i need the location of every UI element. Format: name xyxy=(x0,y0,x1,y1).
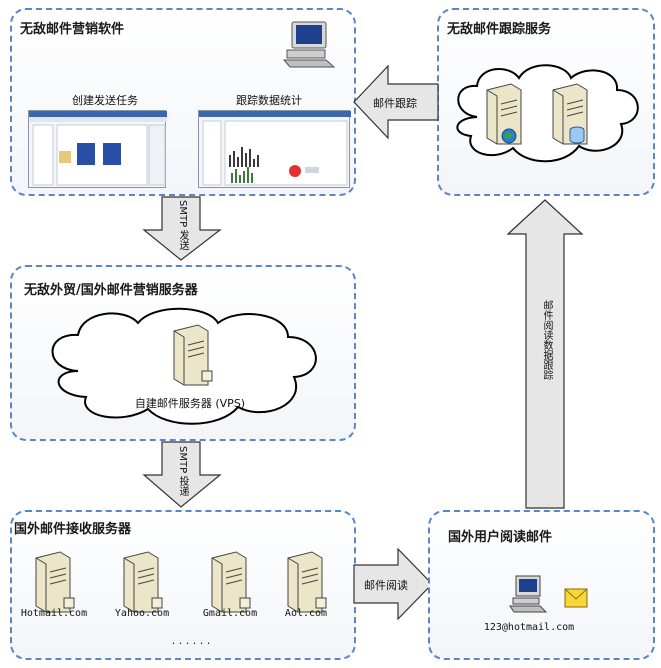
software-box: 无敌邮件营销软件 创建发送任务 跟踪数据统计 xyxy=(10,8,356,196)
shot1-label: 创建发送任务 xyxy=(72,94,138,107)
tracking-box-title: 无敌邮件跟踪服务 xyxy=(447,22,552,37)
smtp-deliver-arrow xyxy=(142,441,222,508)
receive-box-title: 国外邮件接收服务器 xyxy=(14,522,132,537)
create-task-screenshot xyxy=(28,110,167,188)
smtp-send-label: SMTP 发送 xyxy=(177,200,188,251)
yahoo-label: Yahoo.com xyxy=(114,608,170,619)
gmail-label: Gmail.com xyxy=(202,608,258,619)
smtp-deliver-label: SMTP 投递 xyxy=(177,446,188,497)
user-computer-icon xyxy=(509,575,548,613)
envelope-icon xyxy=(564,588,588,608)
aol-label: Aol.com xyxy=(284,608,328,619)
web-server-icon xyxy=(486,83,522,145)
user-email-label: 123@hotmail.com xyxy=(483,622,575,633)
computer-icon xyxy=(282,21,336,68)
hotmail-label: Hotmail.com xyxy=(20,608,88,619)
database-server-icon xyxy=(552,83,588,145)
user-box: 国外用户阅读邮件 123@hotmail.com xyxy=(428,510,655,660)
gmail-server-icon xyxy=(211,551,251,613)
read-tracking-label: 邮件阅读数据跟踪 xyxy=(541,300,552,380)
hotmail-server-icon xyxy=(35,551,75,613)
user-box-title: 国外用户阅读邮件 xyxy=(448,530,553,545)
track-arrow-label: 邮件跟踪 xyxy=(373,97,417,110)
smtp-send-arrow xyxy=(142,196,222,261)
software-box-title: 无敌邮件营销软件 xyxy=(20,22,125,37)
shot2-label: 跟踪数据统计 xyxy=(236,94,302,107)
vps-label: 自建邮件服务器 (VPS) xyxy=(134,397,246,410)
server-box-title: 无敌外贸/国外邮件营销服务器 xyxy=(24,283,198,298)
read-tracking-arrow xyxy=(506,199,584,509)
aol-server-icon xyxy=(287,551,327,613)
read-arrow-label: 邮件阅读 xyxy=(364,579,408,592)
tracking-stats-screenshot xyxy=(198,110,351,188)
yahoo-server-icon xyxy=(123,551,163,613)
server-box: 无敌外贸/国外邮件营销服务器 自建邮件服务器 (VPS) xyxy=(10,265,356,441)
read-arrow xyxy=(353,547,433,621)
tracking-box: 无敌邮件跟踪服务 xyxy=(437,8,655,196)
receive-box: 国外邮件接收服务器 Hotmail.com Yahoo.com Gmail.co… xyxy=(10,510,356,660)
vps-server-icon xyxy=(173,324,213,386)
more-servers-ellipsis: . . . . . . xyxy=(171,634,211,647)
track-arrow xyxy=(353,64,439,140)
